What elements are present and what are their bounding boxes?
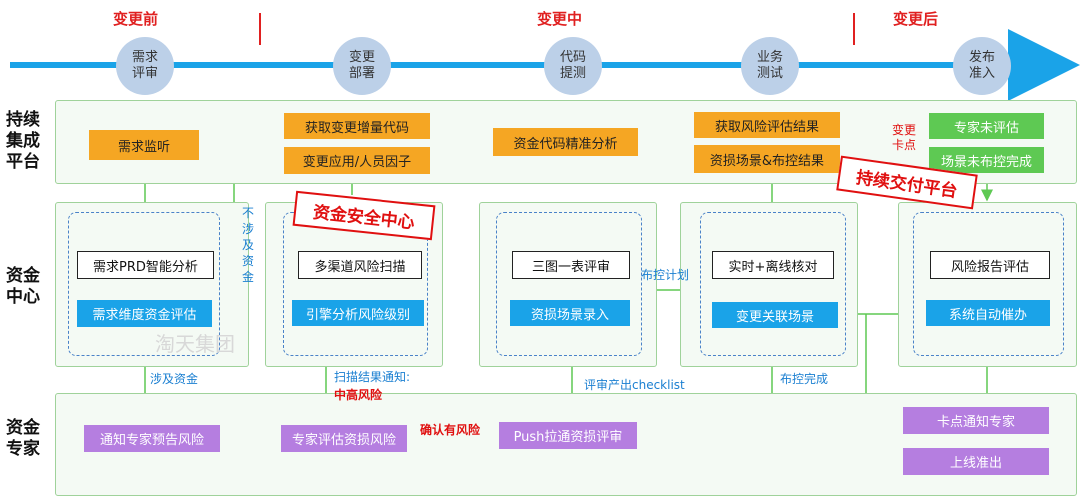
panel-requirement — [55, 202, 249, 367]
panel-report-dashed — [913, 212, 1064, 356]
note-fund: 涉及资金 — [150, 372, 199, 386]
node-requirement-review: 需求 评审 — [116, 37, 174, 95]
box-auto-reminder: 系统自动催办 — [926, 300, 1050, 326]
phase-during: 变更中 — [537, 10, 583, 28]
box-requirement-monitor: 需求监听 — [89, 130, 199, 160]
box-realtime-offline-check: 实时+离线核对 — [712, 251, 834, 279]
node-change-deploy: 变更 部署 — [333, 37, 391, 95]
watermark: 淘天集团 — [155, 332, 235, 356]
box-get-risk-result: 获取风险评估结果 — [694, 112, 840, 138]
box-three-charts-review: 三图一表评审 — [512, 251, 630, 279]
note-checklist: 评审产出checklist — [584, 378, 685, 392]
note-confirm-risk: 确认有风险 — [420, 423, 481, 437]
note-mid-high-risk: 中高风险 — [334, 388, 383, 402]
row-label-fund-center: 资金 中心 — [6, 266, 40, 307]
note-control-plan: 布控计划 — [641, 268, 690, 282]
box-expert-not-evaluated: 专家未评估 — [929, 113, 1044, 139]
box-gate-notify-expert: 卡点通知专家 — [903, 407, 1049, 434]
note-control-done: 布控完成 — [780, 372, 829, 386]
panel-requirement-dashed — [68, 212, 220, 356]
box-dimension-eval: 需求维度资金评估 — [77, 300, 212, 327]
panel-check-dashed — [700, 212, 846, 356]
node-business-test: 业务 测试 — [741, 37, 799, 95]
gate-label: 变更 卡点 — [892, 123, 917, 152]
box-scene-not-controlled: 场景未布控完成 — [929, 147, 1044, 173]
panel-report — [898, 202, 1077, 367]
note-not-fund: 不 涉 及 资 金 — [242, 206, 255, 284]
phase-divider — [853, 13, 855, 45]
phase-after: 变更后 — [893, 10, 939, 28]
box-code-analysis: 资金代码精准分析 — [493, 128, 638, 156]
row-label-ci-platform: 持续 集成 平台 — [6, 110, 40, 172]
box-multi-channel-scan: 多渠道风险扫描 — [298, 251, 422, 279]
note-scan-notify: 扫描结果通知: — [334, 370, 411, 384]
panel-review — [479, 202, 657, 367]
phase-before: 变更前 — [113, 10, 159, 28]
panel-check — [680, 202, 858, 367]
box-notify-expert: 通知专家预告风险 — [84, 425, 220, 452]
panel-review-dashed — [496, 212, 642, 356]
box-push-review: Push拉通资损评审 — [499, 422, 637, 449]
box-online-admit: 上线准出 — [903, 448, 1049, 475]
box-engine-risk-level: 引擎分析风险级别 — [292, 300, 424, 326]
box-risk-report-eval: 风险报告评估 — [930, 251, 1050, 279]
box-scene-control-result: 资损场景&布控结果 — [694, 145, 840, 173]
box-prd-analysis: 需求PRD智能分析 — [77, 251, 214, 279]
box-change-app-factor: 变更应用/人员因子 — [284, 147, 430, 174]
box-get-incremental-code: 获取变更增量代码 — [284, 113, 430, 139]
node-release-admit: 发布 准入 — [953, 37, 1011, 95]
phase-divider — [259, 13, 261, 45]
row-label-fund-expert: 资金 专家 — [6, 418, 40, 459]
box-change-related-scene: 变更关联场景 — [712, 302, 838, 328]
node-code-submit-test: 代码 提测 — [544, 37, 602, 95]
box-expert-assess: 专家评估资损风险 — [281, 425, 407, 452]
box-scene-entry: 资损场景录入 — [510, 300, 630, 326]
